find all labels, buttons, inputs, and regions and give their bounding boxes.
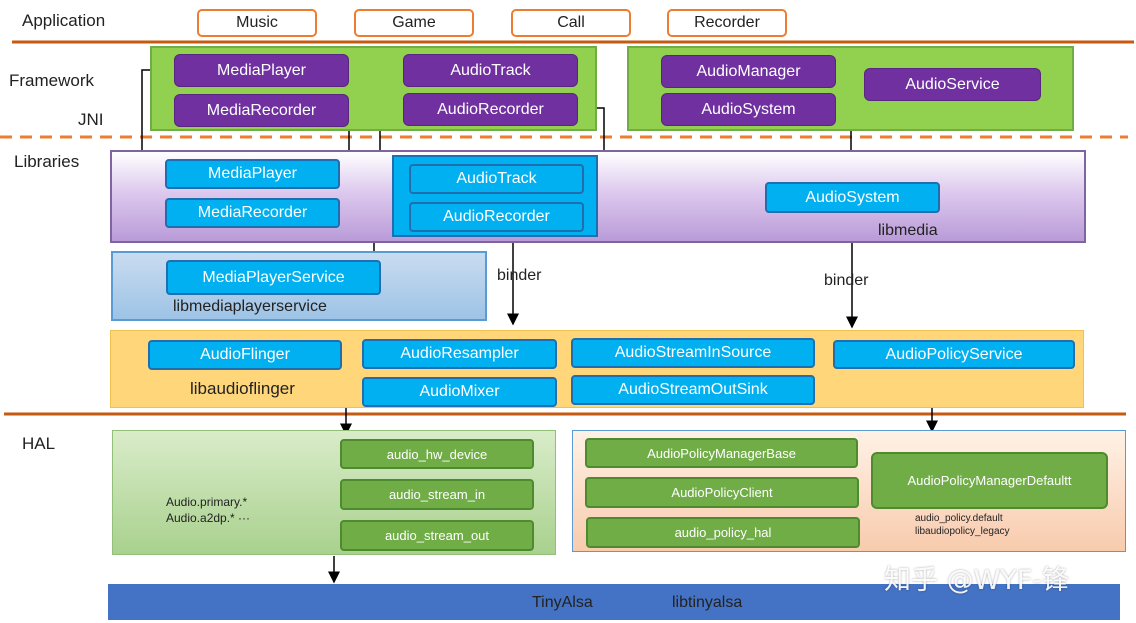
watermark: 知乎 @WYF-锋 — [884, 565, 1070, 596]
lib-mediaplayerservice: MediaPlayerService — [166, 260, 381, 295]
lib-audiotrack: AudioTrack — [409, 164, 584, 194]
hal-audio-stream-out: audio_stream_out — [340, 520, 534, 551]
hal-audio-policy-default: audio_policy.default — [915, 513, 1003, 524]
hal-audio-hw-device: audio_hw_device — [340, 439, 534, 469]
lib-audiosystem: AudioSystem — [765, 182, 940, 213]
lib-audiorecorder: AudioRecorder — [409, 202, 584, 232]
libmedia-label: libmedia — [878, 222, 938, 239]
hal-audio-primary: Audio.primary.* — [166, 495, 248, 509]
hal-audiopolicymanagerdefault: AudioPolicyManagerDefaultt — [871, 452, 1108, 509]
tinyalsa-bar — [108, 584, 1120, 620]
binder-label-left: binder — [497, 267, 542, 284]
lib-mediarecorder: MediaRecorder — [165, 198, 340, 228]
fw-audiosystem: AudioSystem — [662, 94, 835, 125]
lib-mediaplayer: MediaPlayer — [165, 159, 340, 189]
fw-audiomanager: AudioManager — [662, 56, 835, 87]
libmediaplayerservice-label: libmediaplayerservice — [173, 298, 327, 315]
hal-audio-stream-in: audio_stream_in — [340, 479, 534, 510]
layer-label-hal: HAL — [22, 434, 56, 453]
libtinyalsa-label: libtinyalsa — [672, 594, 743, 611]
layer-label-framework: Framework — [9, 71, 95, 90]
af-audioresampler: AudioResampler — [362, 339, 557, 369]
hal-audiopolicyclient: AudioPolicyClient — [585, 477, 859, 508]
af-audiopolicyservice: AudioPolicyService — [833, 340, 1075, 369]
af-audiomixer: AudioMixer — [362, 377, 557, 407]
hal-audio-a2dp: Audio.a2dp.* ··· — [166, 511, 251, 525]
af-audiostreaminsource: AudioStreamInSource — [571, 338, 815, 368]
layer-label-application: Application — [22, 11, 106, 30]
binder-label-right: binder — [824, 272, 869, 289]
app-call: Call — [511, 9, 631, 37]
af-audioflinger: AudioFlinger — [148, 340, 342, 370]
libaudioflinger-label: libaudioflinger — [190, 379, 295, 398]
fw-mediarecorder: MediaRecorder — [175, 95, 348, 126]
tinyalsa-label: TinyAlsa — [532, 594, 593, 611]
af-audiostreamoutsink: AudioStreamOutSink — [571, 375, 815, 405]
hal-libaudiopolicy-legacy: libaudiopolicy_legacy — [915, 526, 1010, 537]
hal-audio-policy-hal: audio_policy_hal — [586, 517, 860, 548]
fw-mediaplayer: MediaPlayer — [175, 55, 348, 86]
hal-audiopolicymanagerbase: AudioPolicyManagerBase — [585, 438, 858, 468]
app-music: Music — [197, 9, 317, 37]
layer-label-jni: JNI — [78, 110, 104, 129]
fw-audioservice: AudioService — [865, 69, 1040, 100]
layer-label-libraries: Libraries — [14, 152, 80, 171]
fw-audiorecorder: AudioRecorder — [404, 94, 577, 125]
fw-audiotrack: AudioTrack — [404, 55, 577, 86]
app-game: Game — [354, 9, 474, 37]
app-recorder: Recorder — [667, 9, 787, 37]
